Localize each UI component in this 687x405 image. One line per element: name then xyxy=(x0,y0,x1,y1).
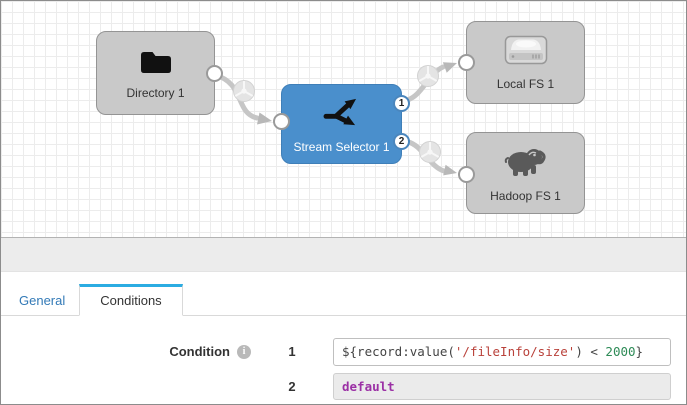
node-label: Stream Selector 1 xyxy=(293,140,390,154)
condition-2-input[interactable]: default xyxy=(333,372,671,401)
link-metrics-icon xyxy=(419,141,441,163)
hadoop-elephant-icon xyxy=(504,145,548,182)
node-hadoop-fs[interactable]: Hadoop FS 1 xyxy=(458,132,585,214)
pipeline-canvas[interactable]: Directory 1 Stream Selector 1 1 xyxy=(1,1,686,238)
code-segment: ${record:value( xyxy=(342,344,455,359)
output-port-1-number: 1 xyxy=(398,98,405,109)
input-port[interactable] xyxy=(458,166,475,183)
tab-general[interactable]: General xyxy=(19,293,66,308)
output-port-1[interactable]: 1 xyxy=(393,95,410,112)
output-port-2-number: 2 xyxy=(398,136,405,147)
code-segment: '/fileInfo/size' xyxy=(454,344,576,359)
links-layer xyxy=(212,62,457,176)
folder-icon xyxy=(139,48,173,79)
node-directory[interactable]: Directory 1 xyxy=(96,31,223,115)
output-port[interactable] xyxy=(206,65,223,82)
node-label: Hadoop FS 1 xyxy=(490,188,561,203)
link-metrics-icon xyxy=(417,65,439,87)
info-icon[interactable]: i xyxy=(237,344,251,359)
condition-row-1: Condition i 1 ${record:value('/fileInfo/… xyxy=(1,338,686,366)
link-directory-to-selector-arrow-icon xyxy=(257,112,272,125)
input-port[interactable] xyxy=(273,113,290,130)
node-label: Directory 1 xyxy=(126,85,185,100)
link-selector2-to-hadoopfs-arrow-icon xyxy=(443,164,457,176)
tab-bar: General Conditions xyxy=(1,284,686,316)
link-metrics-icon xyxy=(233,80,255,102)
node-label: Local FS 1 xyxy=(496,77,555,91)
code-segment: ) < xyxy=(575,344,606,359)
link-selector1-to-localfs-arrow-icon xyxy=(442,62,457,73)
panel-header-strip xyxy=(1,238,686,272)
conditions-config: Condition i 1 ${record:value('/fileInfo/… xyxy=(1,338,686,401)
hard-drive-icon xyxy=(504,35,548,70)
code-segment: } xyxy=(635,344,644,359)
node-local-fs[interactable]: Local FS 1 xyxy=(458,21,585,104)
condition-row-2: 2 default xyxy=(1,372,686,401)
condition-row-number: 1 xyxy=(288,344,296,360)
condition-label: Condition xyxy=(169,344,230,360)
node-stream-selector[interactable]: Stream Selector 1 1 2 xyxy=(273,84,410,164)
code-segment: 2000 xyxy=(605,344,636,359)
condition-row-number: 2 xyxy=(288,378,296,394)
tab-conditions[interactable]: Conditions xyxy=(79,284,183,316)
condition-1-input[interactable]: ${record:value('/fileInfo/size') < 2000} xyxy=(333,338,671,366)
output-port-2[interactable]: 2 xyxy=(393,133,410,150)
input-port[interactable] xyxy=(458,54,475,71)
config-panel: General Conditions Condition i 1 ${recor… xyxy=(1,272,686,401)
stream-selector-icon xyxy=(323,95,360,133)
